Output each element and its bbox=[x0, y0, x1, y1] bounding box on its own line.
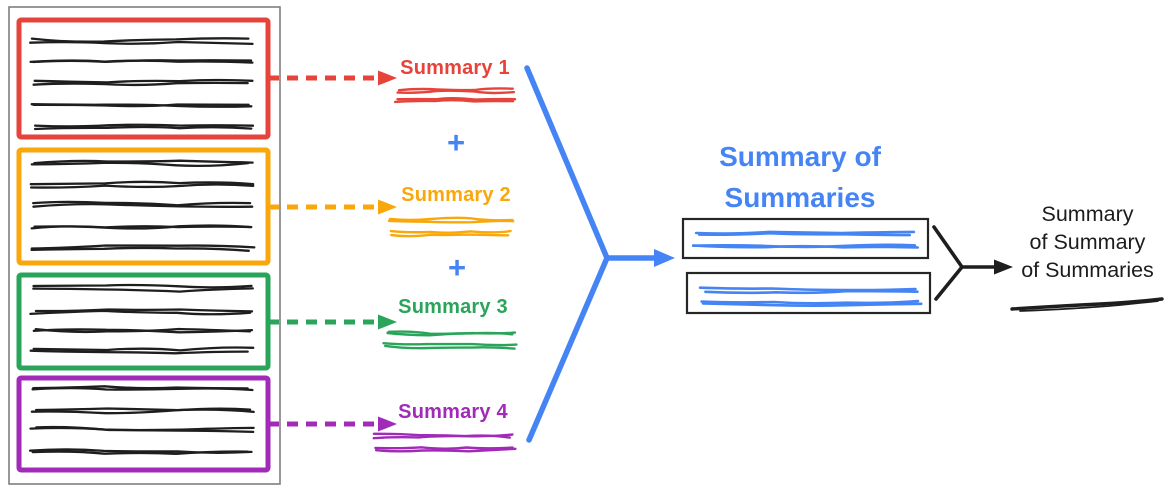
document-text-line bbox=[32, 78, 254, 87]
merge-arrow-blue bbox=[524, 65, 675, 443]
document-text-line bbox=[32, 327, 254, 334]
merge-arrowhead-blue bbox=[654, 249, 675, 267]
dashed-arrow-red bbox=[268, 70, 397, 86]
summary-of-summaries-box-1-border bbox=[681, 217, 930, 260]
document-text-line bbox=[29, 308, 254, 316]
document-chunk-2 bbox=[16, 147, 271, 266]
document-text-line bbox=[30, 244, 256, 252]
summary-1-scribble bbox=[393, 96, 517, 104]
summary-of-summaries-title: Summary of Summaries bbox=[719, 141, 881, 213]
summary-3-scribble bbox=[382, 342, 518, 350]
summary-of-summaries-text-line bbox=[698, 286, 919, 295]
final-summary-title: Summary of Summary of Summaries bbox=[1021, 202, 1154, 282]
document-text-line bbox=[30, 103, 253, 108]
dashed-arrow-purple bbox=[268, 416, 397, 432]
summary-1-scribble bbox=[396, 87, 516, 95]
summary-of-summaries-text-line bbox=[700, 299, 923, 308]
document-text-line bbox=[29, 59, 254, 64]
document-text-line bbox=[31, 385, 254, 392]
merge-arrowhead-black bbox=[994, 259, 1013, 275]
document-text-line bbox=[30, 224, 253, 230]
plus-sign-2: + bbox=[447, 250, 467, 285]
summary-of-summaries-box-1 bbox=[681, 217, 930, 260]
dashed-arrowhead-red bbox=[378, 70, 397, 86]
document-chunk-3 bbox=[16, 272, 271, 371]
document-text-line bbox=[29, 425, 255, 434]
dashed-arrowhead-purple bbox=[378, 416, 397, 432]
dashed-arrowhead-green bbox=[378, 314, 397, 330]
document-text-line bbox=[32, 283, 254, 293]
document-text-line bbox=[28, 448, 253, 455]
summary-of-summaries-text-line bbox=[691, 243, 920, 249]
source-document bbox=[8, 6, 281, 485]
summary-4-scribble bbox=[374, 446, 517, 453]
document-chunk-4-border bbox=[16, 375, 271, 473]
dashed-arrowhead-orange bbox=[378, 199, 397, 215]
document-text-line bbox=[29, 346, 255, 355]
summary-4-label: Summary 4 bbox=[398, 401, 508, 423]
document-text-line bbox=[32, 200, 254, 208]
dashed-arrow-orange bbox=[268, 199, 397, 215]
summary-2-label: Summary 2 bbox=[401, 184, 511, 206]
summary-1-label: Summary 1 bbox=[400, 57, 510, 79]
document-text-line bbox=[33, 123, 255, 131]
document-text-line bbox=[29, 180, 255, 189]
summary-of-summaries-text-line bbox=[694, 230, 916, 237]
document-text-line bbox=[30, 159, 254, 168]
summary-3-scribble bbox=[386, 330, 517, 337]
summary-2-scribble bbox=[389, 229, 512, 238]
document-text-line bbox=[29, 37, 254, 46]
summary-2-scribble bbox=[387, 216, 515, 224]
final-summary-scribble bbox=[1010, 297, 1164, 312]
document-chunk-4 bbox=[16, 375, 271, 473]
merge-arrow-black bbox=[932, 225, 1013, 301]
dashed-arrow-green bbox=[268, 314, 397, 330]
document-chunk-1 bbox=[16, 17, 271, 140]
summary-of-summaries-box-2 bbox=[685, 271, 932, 315]
plus-sign-1: + bbox=[446, 125, 466, 160]
summary-4-scribble bbox=[372, 432, 514, 440]
document-text-line bbox=[30, 407, 255, 415]
summary-3-label: Summary 3 bbox=[398, 296, 508, 318]
